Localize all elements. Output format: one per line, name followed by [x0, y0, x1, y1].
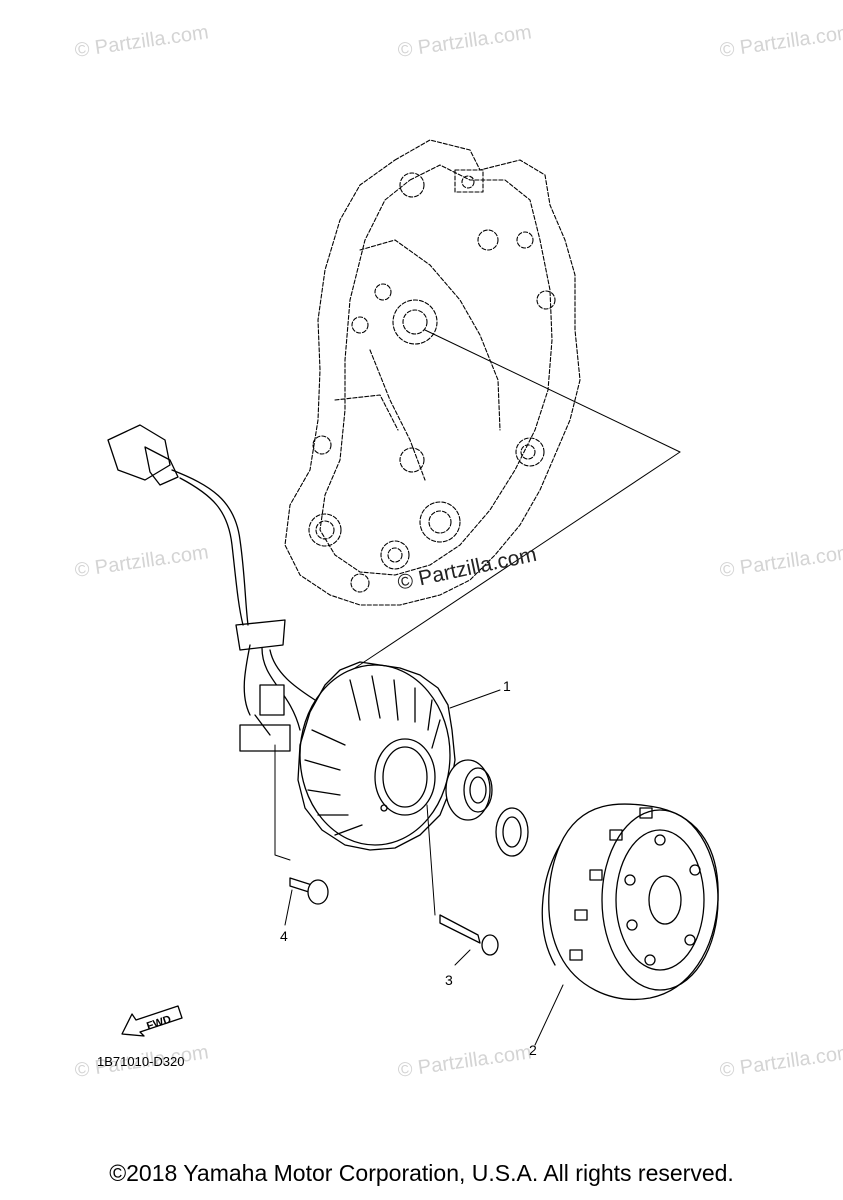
leader-lines — [274, 689, 564, 1046]
exploded-view-drawing — [107, 139, 719, 1046]
callout-part-3: 3 — [445, 972, 453, 988]
spacer-collar — [445, 759, 493, 821]
crankcase-cover-outline — [284, 139, 581, 606]
fwd-arrow-icon: FWD — [121, 1005, 183, 1037]
alignment-lines — [354, 329, 681, 669]
callout-part-2: 2 — [529, 1042, 537, 1058]
diagram-code: 1B71010-D320 — [97, 1054, 185, 1069]
bolt-part-4 — [289, 877, 329, 905]
stator-part-1 — [297, 661, 456, 851]
callout-part-1: 1 — [503, 678, 511, 694]
washer — [495, 807, 529, 857]
wire-harness — [107, 424, 316, 752]
bolt-part-3 — [439, 914, 499, 956]
copyright-notice: ©2018 Yamaha Motor Corporation, U.S.A. A… — [109, 1160, 734, 1186]
flywheel-rotor-part-2 — [541, 803, 719, 1000]
callout-part-4: 4 — [280, 928, 288, 944]
